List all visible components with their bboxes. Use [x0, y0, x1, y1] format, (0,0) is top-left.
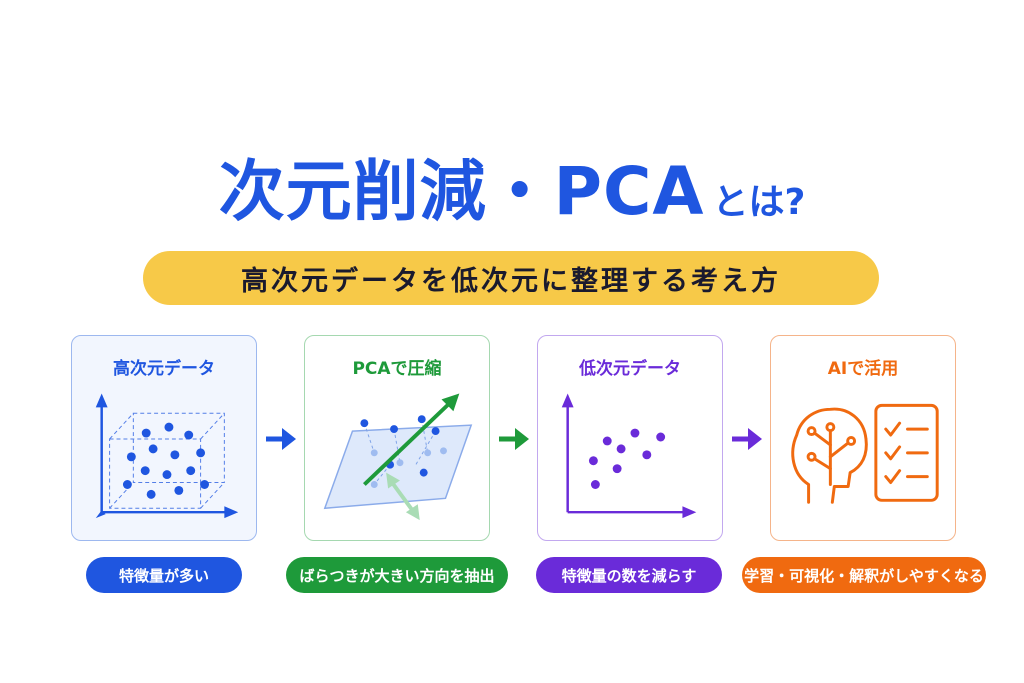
data-point	[186, 466, 196, 476]
step-card-pca: PCAで圧縮	[304, 335, 490, 541]
pca-projection-icon	[323, 393, 473, 521]
step-title-low-dim: 低次元データ	[579, 359, 681, 379]
data-point	[612, 464, 622, 474]
data-point	[642, 450, 652, 460]
data-point	[140, 466, 150, 476]
subtitle-banner: 高次元データを低次元に整理する考え方	[143, 251, 879, 305]
data-point	[146, 489, 156, 499]
caption-pill-ai: 学習・可視化・解釈がしやすくなる	[742, 557, 986, 593]
data-point	[656, 432, 666, 442]
arrow-right-icon	[266, 428, 296, 450]
data-point	[602, 436, 612, 446]
caption-text: 特徴量の数を減らす	[561, 566, 697, 585]
title-suffix: とは?	[712, 182, 806, 223]
data-point	[390, 425, 398, 434]
data-point	[126, 452, 136, 462]
data-point	[170, 450, 180, 460]
step-card-ai: AIで活用	[770, 335, 956, 541]
data-point	[616, 444, 626, 454]
data-point	[417, 415, 426, 424]
data-point	[141, 428, 151, 438]
3d-axes-icon	[95, 393, 239, 519]
arrow-right-icon	[732, 428, 762, 450]
data-point	[630, 428, 640, 438]
data-point	[590, 480, 600, 489]
title-main: 次元削減・PCA	[218, 153, 705, 230]
caption-text: 特徴量が多い	[118, 566, 209, 585]
caption-pill-low-dim: 特徴量の数を減らす	[536, 557, 722, 593]
data-point	[122, 480, 132, 489]
caption-text: ばらつきが大きい方向を抽出	[299, 566, 495, 585]
data-point	[419, 468, 428, 477]
checklist-icon	[874, 403, 939, 502]
caption-text: 学習・可視化・解釈がしやすくなる	[744, 566, 984, 585]
data-point	[162, 470, 172, 480]
data-point	[164, 422, 174, 432]
data-point	[148, 444, 158, 454]
step-card-high-dim: 高次元データ	[71, 335, 257, 541]
caption-pill-high-dim: 特徴量が多い	[86, 557, 242, 593]
data-point	[200, 480, 210, 489]
caption-pill-pca: ばらつきが大きい方向を抽出	[286, 557, 508, 593]
data-point	[431, 427, 440, 436]
step-title-high-dim: 高次元データ	[113, 359, 215, 379]
brain-circuit-icon	[791, 407, 868, 504]
data-point	[184, 430, 194, 440]
subtitle-text: 高次元データを低次元に整理する考え方	[241, 265, 781, 297]
data-point	[588, 456, 598, 466]
2d-axes-icon	[561, 393, 697, 519]
data-point	[174, 485, 184, 495]
data-point	[196, 448, 206, 458]
step-card-low-dim: 低次元データ	[537, 335, 723, 541]
data-point	[360, 419, 369, 428]
arrow-right-icon	[499, 428, 529, 450]
step-title-ai: AIで活用	[827, 359, 899, 379]
step-title-pca: PCAで圧縮	[352, 359, 442, 379]
